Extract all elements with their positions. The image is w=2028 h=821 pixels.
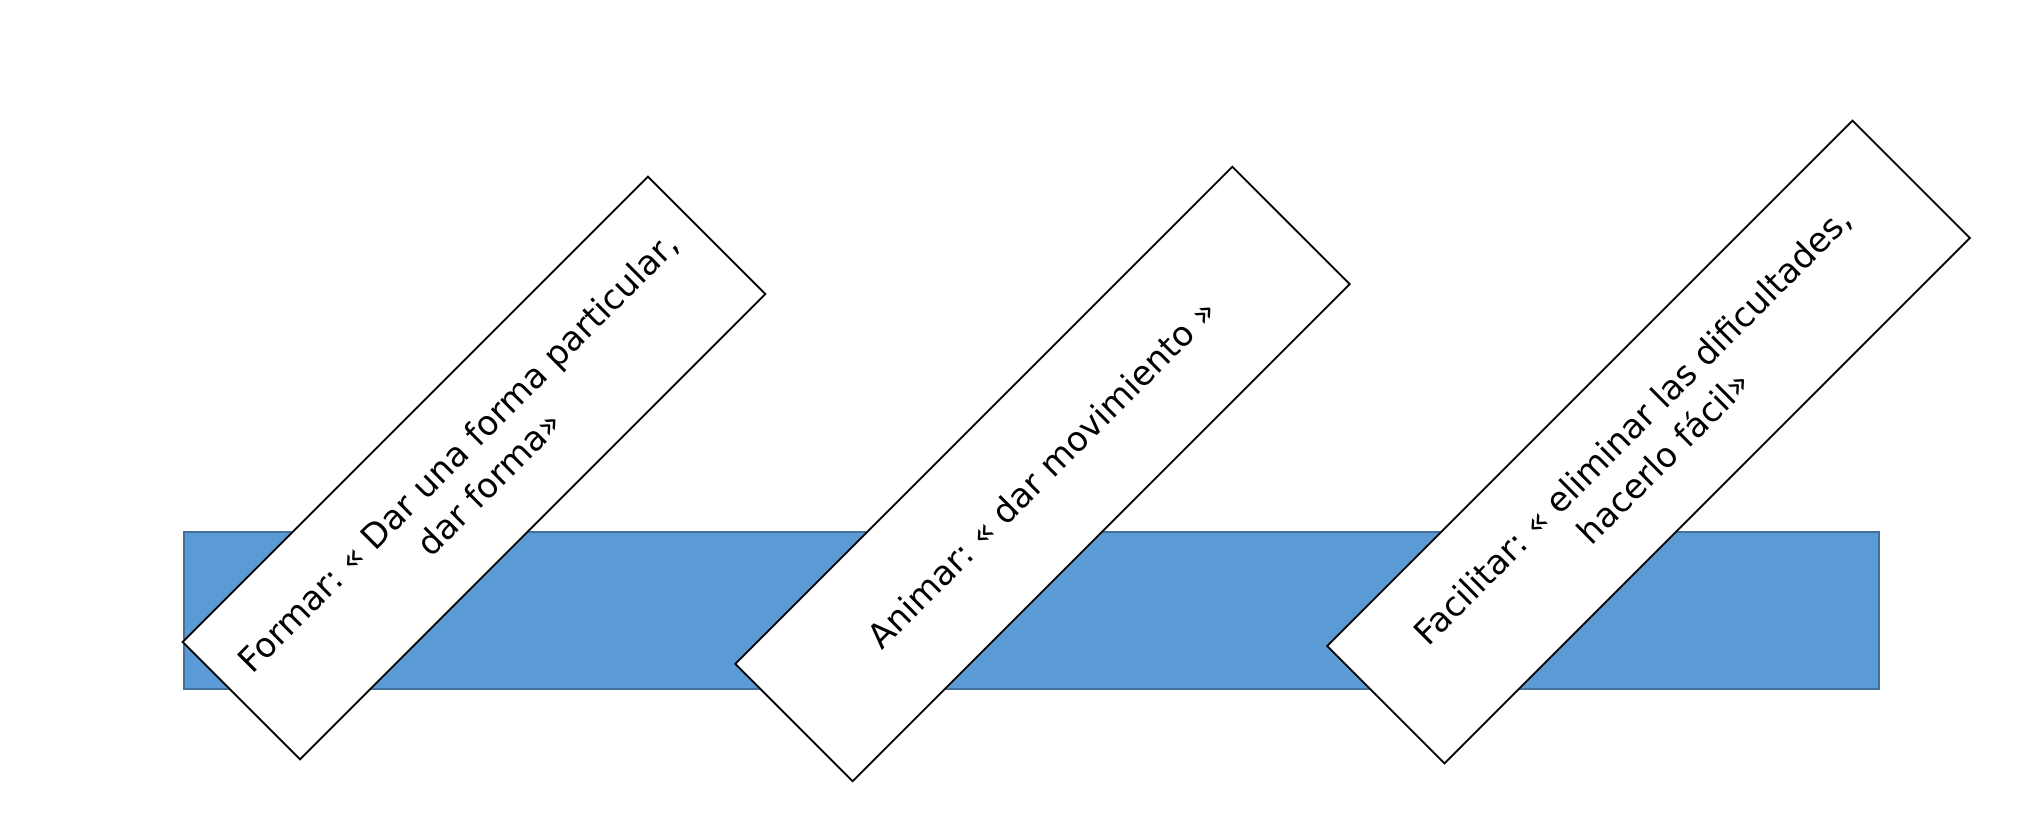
- card-animar: Animar: « dar movimiento »: [733, 165, 1352, 783]
